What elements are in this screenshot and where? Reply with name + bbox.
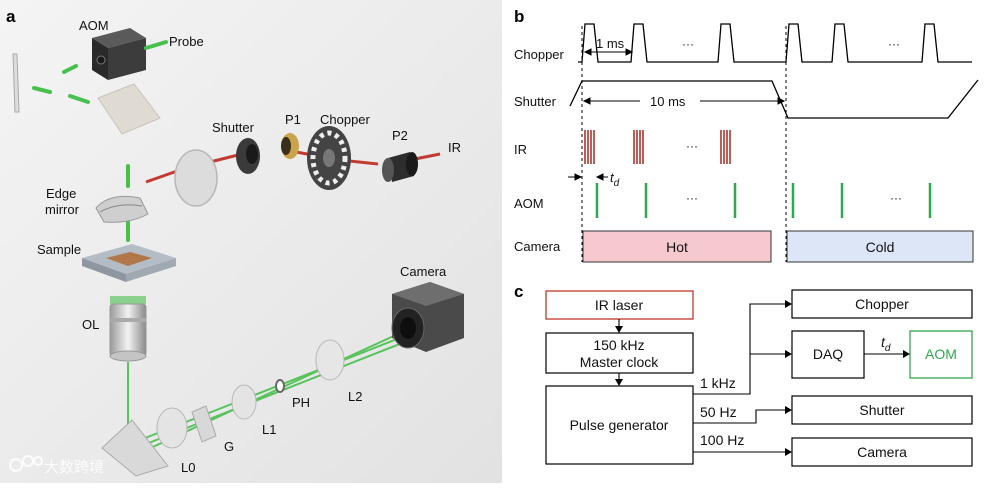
row-label-ir: IR [514, 142, 527, 157]
sample-stage [82, 244, 176, 282]
label-edge: Edge [46, 186, 76, 201]
shutter-device [236, 138, 260, 174]
block-pulse-generator [545, 385, 694, 465]
l1-lens [231, 384, 257, 420]
signal-1khz: 1 kHz [700, 375, 736, 391]
panel-c-letter: c [514, 282, 523, 301]
one-ms-arrow [583, 48, 634, 56]
label-ol: OL [82, 317, 99, 332]
row-label-shutter: Shutter [514, 94, 557, 109]
block-aom-label: AOM [925, 346, 957, 362]
label-g: G [224, 439, 234, 454]
signal-100hz: 100 Hz [700, 432, 744, 448]
panel-b-letter: b [514, 7, 524, 26]
pinhole [275, 379, 285, 393]
ellipsis-aom-cold: ··· [890, 191, 902, 205]
panel-c: c IR laser 150 kHz Master clock Pulse ge… [514, 282, 973, 467]
td-label: td [610, 170, 620, 189]
block-daq [791, 330, 865, 379]
aom-pulses [595, 183, 932, 218]
row-label-chopper: Chopper [514, 47, 565, 62]
one-ms-label: 1 ms [596, 36, 625, 51]
chopper-waveform [578, 23, 972, 63]
block-shutter [791, 395, 973, 425]
p1-lens [281, 133, 299, 159]
camera-device [391, 282, 464, 352]
panel-a: a [0, 0, 502, 483]
arrowheads [615, 300, 910, 456]
l0-lens [156, 407, 188, 449]
edge-mirror [95, 195, 149, 223]
block-pulse-generator-label: Pulse generator [570, 417, 669, 433]
block-ir-laser-label: IR laser [595, 297, 644, 313]
watermark-text: 大数跨境 [44, 458, 104, 476]
block-camera-label: Camera [857, 444, 907, 460]
label-ph: PH [292, 395, 310, 410]
watermark: 大数跨境 [9, 455, 104, 476]
panel-a-letter: a [6, 7, 16, 26]
label-chopper: Chopper [320, 112, 371, 127]
camera-hot-bar [582, 230, 772, 263]
camera-cold-label: Cold [866, 239, 895, 255]
label-l0: L0 [181, 460, 195, 475]
panel-b: b Chopper Shutter IR AOM Camera 1 ms [514, 7, 979, 263]
probe-beam [32, 40, 168, 242]
ellipsis-ir: ··· [686, 139, 698, 153]
ellipsis-chopper-cold: ··· [888, 37, 900, 51]
left-mirror [12, 53, 20, 113]
grating [191, 405, 217, 443]
objective-lens [109, 296, 147, 362]
block-chopper-label: Chopper [855, 296, 909, 312]
ten-ms-arrow [582, 97, 786, 105]
p2-lens [382, 152, 418, 182]
block-aom [909, 330, 973, 379]
label-shutter: Shutter [212, 120, 255, 135]
signal-50hz: 50 Hz [700, 404, 737, 420]
ellipsis-aom-hot: ··· [686, 191, 698, 205]
chopper-wheel [307, 126, 351, 190]
ir-pulses [584, 130, 731, 164]
label-probe: Probe [169, 34, 204, 49]
row-label-camera: Camera [514, 239, 561, 254]
row-label-aom: AOM [514, 196, 544, 211]
ten-ms-label: 10 ms [650, 94, 686, 109]
ellipsis-chopper-hot: ··· [682, 37, 694, 51]
block-master-clock [545, 332, 694, 374]
camera-hot-label: Hot [666, 239, 688, 255]
block-master-clock-line1: 150 kHz [593, 337, 644, 353]
aom-device [92, 28, 146, 80]
block-daq-label: DAQ [813, 346, 843, 362]
shutter-waveform [569, 79, 979, 119]
label-l1: L1 [262, 422, 276, 437]
camera-cold-bar [786, 230, 974, 263]
label-mirror: mirror [45, 202, 80, 217]
label-sample: Sample [37, 242, 81, 257]
label-p2: P2 [392, 128, 408, 143]
label-p1: P1 [285, 112, 301, 127]
probe-mirror [97, 83, 161, 135]
label-aom: AOM [79, 18, 109, 33]
td-arrow [568, 173, 608, 181]
label-camera: Camera [400, 264, 447, 279]
label-l2: L2 [348, 389, 362, 404]
block-chopper [791, 289, 973, 319]
l2-lens [315, 339, 345, 381]
block-master-clock-line2: Master clock [580, 354, 660, 370]
window-plate [174, 149, 218, 207]
fold-mirror [101, 419, 169, 477]
label-ir: IR [448, 140, 461, 155]
block-shutter-label: Shutter [859, 402, 904, 418]
signal-td: td [881, 334, 891, 354]
